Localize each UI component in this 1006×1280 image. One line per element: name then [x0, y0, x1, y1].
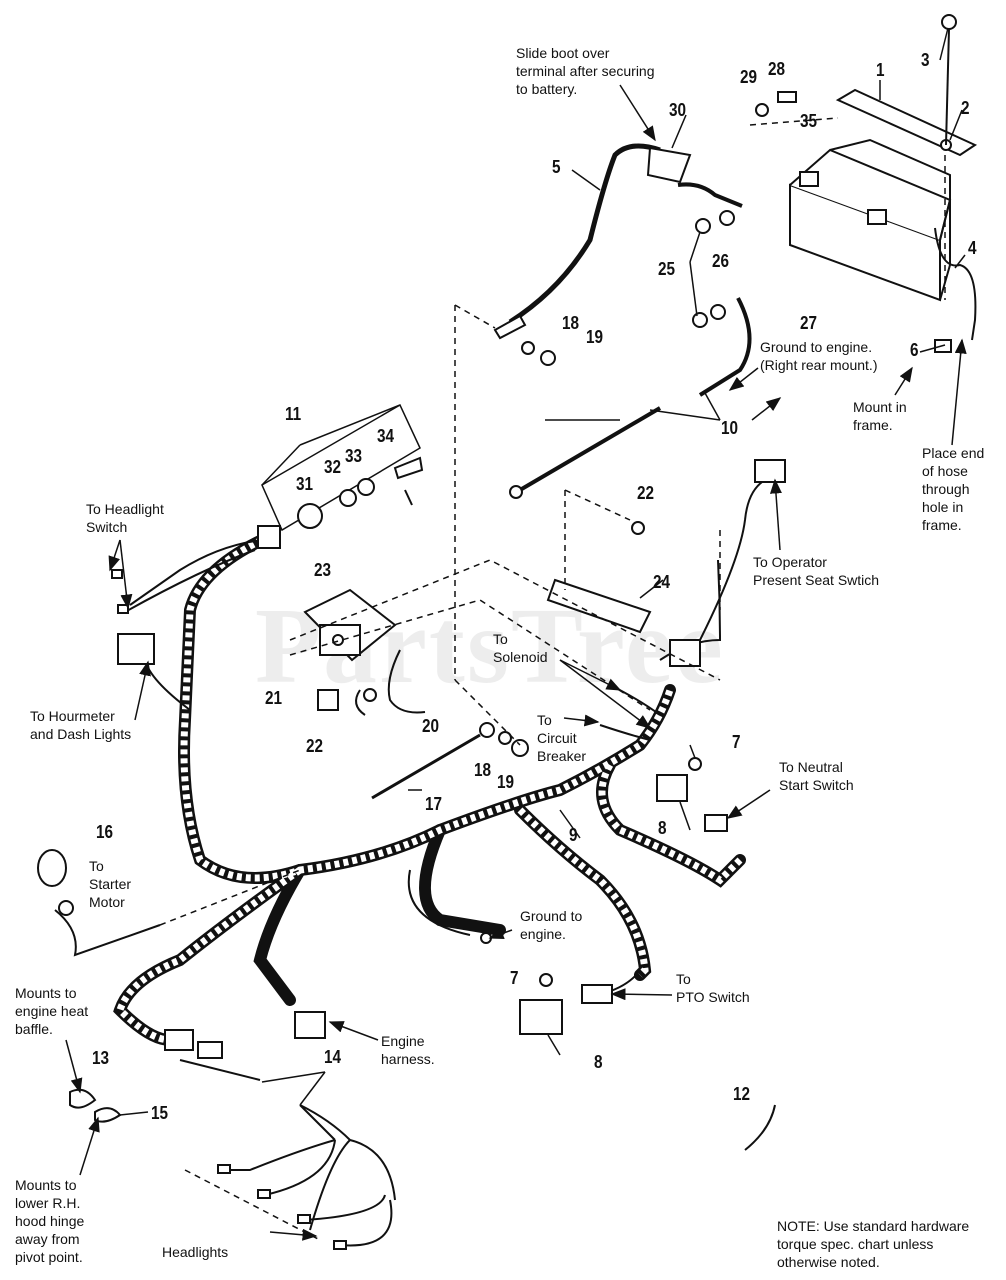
label-mount-in-frame: Mount in frame. — [853, 399, 907, 433]
part-number-8a: 8 — [658, 818, 667, 838]
part-number-7a: 7 — [732, 732, 741, 752]
label-engine-harness: Engine harness. — [381, 1033, 435, 1067]
part-number-2: 2 — [961, 98, 970, 118]
label-to-headlight-switch: To Headlight Switch — [86, 501, 164, 535]
label-ground-right-rear: Ground to engine. (Right rear mount.) — [760, 339, 878, 373]
part-number-31: 31 — [296, 474, 314, 494]
leader-lines — [65, 27, 967, 1241]
part-number-18b: 18 — [474, 760, 492, 780]
starter-hardware — [479, 722, 529, 757]
part-number-23: 23 — [314, 560, 332, 580]
label-ground-to-engine: Ground to engine. — [520, 908, 583, 942]
part-number-9: 9 — [569, 825, 578, 845]
label-to-circuit-breaker: To Circuit Breaker — [537, 712, 587, 764]
part-number-25: 25 — [658, 259, 676, 279]
part-number-33: 33 — [345, 446, 363, 466]
part-number-21: 21 — [265, 688, 283, 708]
part-number-19a: 19 — [586, 327, 604, 347]
ground-cable — [518, 297, 752, 492]
main-harness-inner — [115, 536, 743, 1044]
part-number-18a: 18 — [562, 313, 580, 333]
part-number-22a: 22 — [306, 736, 324, 756]
battery-hold-down-bar — [835, 88, 978, 157]
j-bolt — [941, 14, 957, 146]
cable-nuts — [521, 210, 735, 366]
part-number-14: 14 — [324, 1047, 342, 1067]
part-number-32: 32 — [324, 457, 342, 477]
label-slide-boot: Slide boot over terminal after securing … — [516, 45, 655, 97]
starter-cable — [371, 733, 481, 800]
part-number-22b: 22 — [637, 483, 655, 503]
dashed-leaders — [159, 489, 721, 1241]
solenoid — [303, 588, 397, 662]
part-number-28: 28 — [768, 59, 786, 79]
part-number-35: 35 — [800, 111, 818, 131]
part-number-11: 11 — [285, 404, 302, 424]
terminal-boot — [646, 146, 692, 184]
solenoid-wire — [355, 649, 426, 716]
label-to-neutral-start: To Neutral Start Switch — [779, 759, 854, 793]
part-number-5: 5 — [552, 157, 561, 177]
positive-cable — [508, 143, 661, 325]
ignition-parts — [297, 456, 424, 529]
part-number-8b: 8 — [594, 1052, 603, 1072]
part-number-17: 17 — [425, 794, 443, 814]
branch-wires — [124, 479, 766, 1231]
label-mounts-heat-baffle: Mounts to engine heat baffle. — [15, 985, 89, 1037]
part-number-24: 24 — [653, 572, 671, 592]
part-number-30: 30 — [669, 100, 687, 120]
label-place-end-hose: Place end of hose through hole in frame. — [922, 445, 985, 533]
part-number-19b: 19 — [497, 772, 515, 792]
part-number-13: 13 — [92, 1048, 110, 1068]
part-number-10: 10 — [721, 418, 739, 438]
part-number-34: 34 — [377, 426, 395, 446]
battery-hardware — [755, 91, 797, 117]
vent-hose — [934, 227, 977, 341]
connectors — [117, 459, 786, 1059]
part-number-20: 20 — [422, 716, 440, 736]
part-number-4: 4 — [968, 238, 977, 258]
label-headlights: Headlights — [162, 1244, 229, 1260]
label-to-operator-seat: To Operator Present Seat Swtich — [753, 554, 880, 588]
label-to-solenoid: To Solenoid — [493, 631, 548, 665]
headlight-wires — [225, 1104, 393, 1247]
part-number-15: 15 — [151, 1103, 169, 1123]
part-number-26: 26 — [712, 251, 730, 271]
part-number-7b: 7 — [510, 968, 519, 988]
label-note: NOTE: Use standard hardware torque spec.… — [777, 1218, 970, 1270]
part-number-29: 29 — [740, 67, 758, 87]
part-number-16: 16 — [96, 822, 114, 842]
part-number-12: 12 — [733, 1084, 751, 1104]
misc-parts — [37, 521, 776, 1151]
part-number-1: 1 — [876, 60, 885, 80]
bracket-21 — [317, 688, 377, 711]
positive-cable-lug — [493, 314, 527, 340]
part-number-27: 27 — [800, 313, 818, 333]
positive-cable-end — [677, 182, 743, 208]
ignition-switch-group — [261, 403, 421, 532]
label-to-pto-switch: To PTO Switch — [676, 971, 750, 1005]
part-number-6: 6 — [910, 340, 919, 360]
headlight-terminals — [111, 569, 347, 1250]
label-to-hourmeter: To Hourmeter and Dash Lights — [30, 708, 132, 742]
part-number-3: 3 — [921, 50, 930, 70]
label-mounts-lower-rh: Mounts to lower R.H. hood hinge away fro… — [15, 1177, 85, 1265]
battery — [789, 138, 952, 302]
label-to-starter-motor: To Starter Motor — [89, 858, 132, 910]
